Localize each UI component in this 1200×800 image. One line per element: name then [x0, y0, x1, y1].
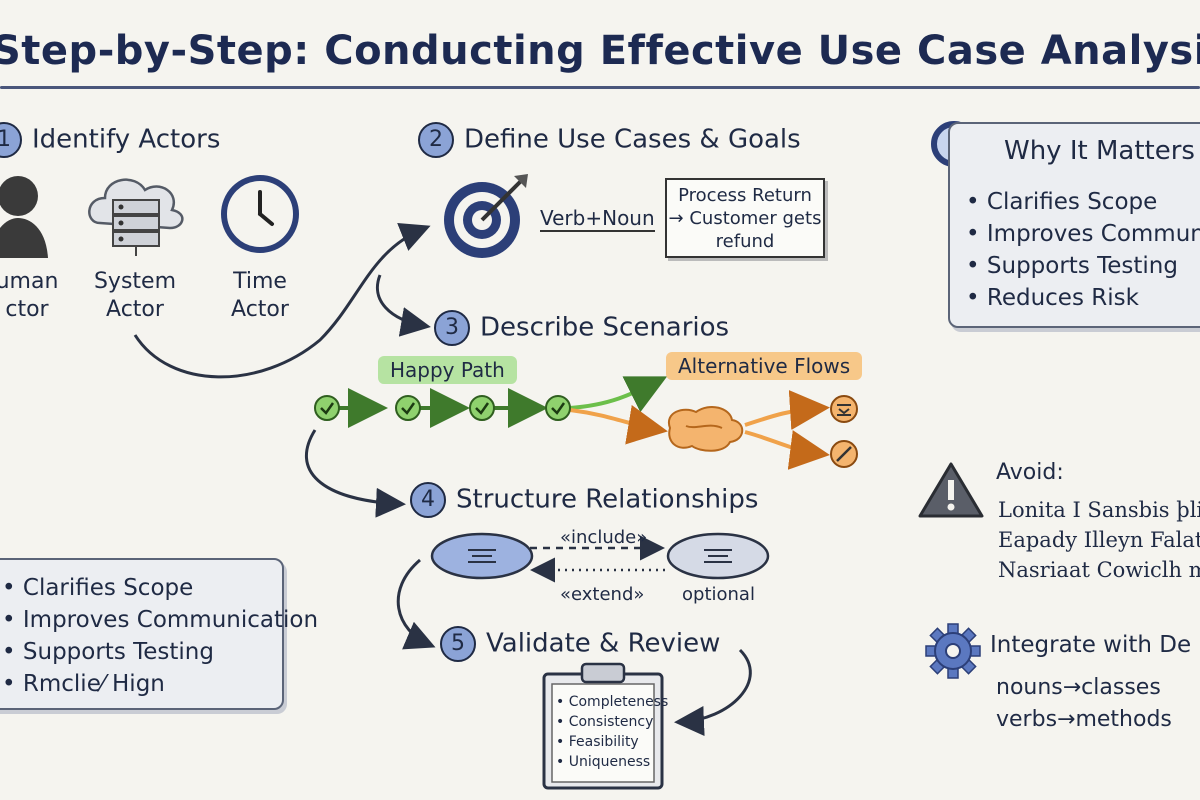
avoid-line: Lonita I Sansbis þli — [998, 498, 1200, 522]
human-actor-label: uman ctor — [0, 268, 62, 324]
step1-heading: 1 Identify Actors — [0, 122, 220, 158]
check-icon-2 — [395, 395, 421, 421]
benefit-item: Supports Testing — [2, 636, 318, 668]
step1-number: 1 — [0, 122, 22, 158]
step2-number: 2 — [418, 122, 454, 158]
arrow-scenarios-to-structure — [304, 429, 406, 518]
benefits-panel: Clarifies Scope Improves Communication S… — [0, 558, 318, 710]
step4-number: 4 — [410, 482, 446, 518]
alt-flows-label: Alternative Flows — [666, 352, 863, 380]
benefit-item: Rmclie⁄ Hign — [2, 668, 318, 700]
system-actor-line2: Actor — [106, 297, 164, 322]
use-case-example-card: Process Return → Customer gets refund — [665, 178, 825, 258]
verbs-methods-line: verbs→methods — [996, 707, 1172, 732]
time-actor-label: Time Actor — [215, 268, 305, 324]
integrate-mapping: nouns→classes verbs→methods — [996, 672, 1172, 736]
example-line1: Process Return — [678, 185, 812, 206]
benefit-item: Clarifies Scope — [2, 572, 318, 604]
title-underline — [0, 86, 1200, 89]
avoid-heading: Avoid: — [996, 460, 1064, 485]
checklist-item: • Consistency — [556, 714, 654, 730]
checklist-item: • Completeness — [556, 694, 669, 710]
system-actor-label: System Actor — [85, 268, 185, 324]
checklist-item: • Feasibility — [556, 734, 639, 750]
validation-checklist: • Completeness • Consistency • Feasibili… — [556, 692, 668, 772]
arrow-goals-to-scenarios — [375, 274, 431, 337]
include-label: «include» — [560, 527, 648, 548]
step3-heading: 3 Describe Scenarios — [434, 310, 729, 346]
happy-path-text: Happy Path — [378, 356, 517, 384]
step4-heading-text: Structure Relationships — [456, 484, 759, 515]
check-icon-1 — [314, 395, 340, 421]
time-actor-line2: Actor — [231, 297, 289, 322]
arrow-structure-to-validate — [396, 558, 436, 650]
checklist-item-text: Uniqueness — [568, 754, 651, 770]
check-icon-3 — [469, 395, 495, 421]
example-line3: refund — [715, 231, 775, 252]
page-title: Step-by-Step: Conducting Effective Use C… — [0, 28, 1200, 74]
warning-icon — [918, 462, 984, 518]
avoid-line: Eapady Illeyn Falat — [998, 528, 1200, 552]
why-heading: Why It Matters — [1004, 136, 1195, 166]
step4-heading: 4 Structure Relationships — [410, 482, 758, 518]
system-actor-line1: System — [93, 269, 177, 294]
target-icon — [444, 174, 528, 258]
benefit-item: Improves Communication — [2, 604, 318, 636]
step3-number: 3 — [434, 310, 470, 346]
checklist-item: • Uniqueness — [556, 754, 651, 770]
step1-heading-text: Identify Actors — [32, 124, 221, 155]
alt-end-icon-1 — [830, 395, 858, 423]
arrow-actors-to-goals — [133, 223, 431, 379]
why-item: Supports Testing — [966, 250, 1200, 282]
example-line2: → Customer gets — [668, 208, 822, 229]
optional-label: optional — [682, 584, 755, 605]
why-it-matters-panel: Why It Matters Clarifies Scope Improves … — [948, 122, 1200, 328]
human-actor-icon — [0, 176, 48, 258]
arrow-validate-loop — [674, 648, 752, 737]
why-item: Reduces Risk — [966, 282, 1200, 314]
extend-label: «extend» — [560, 584, 645, 605]
step2-heading-text: Define Use Cases & Goals — [464, 124, 801, 155]
why-item: Clarifies Scope — [966, 186, 1200, 218]
benefits-list: Clarifies Scope Improves Communication S… — [2, 572, 318, 700]
why-item: Improves Communica — [966, 218, 1200, 250]
time-actor-line1: Time — [233, 269, 287, 294]
step2-heading: 2 Define Use Cases & Goals — [418, 122, 801, 158]
decision-blob-icon — [667, 405, 744, 452]
avoid-line: Nasriaat Cowiclh mit — [998, 558, 1200, 582]
clock-icon — [221, 175, 299, 253]
checklist-item-text: Consistency — [568, 714, 654, 730]
human-actor-line1: uman — [0, 269, 59, 294]
verb-noun-formula: Verb+Noun — [540, 206, 655, 232]
happy-path-label: Happy Path — [378, 356, 517, 384]
step3-heading-text: Describe Scenarios — [480, 312, 730, 343]
clipboard-icon — [542, 662, 664, 790]
step5-number: 5 — [440, 626, 476, 662]
server-cloud-icon — [88, 178, 184, 256]
step5-heading-text: Validate & Review — [486, 628, 721, 659]
why-list: Clarifies Scope Improves Communica Suppo… — [966, 186, 1200, 314]
happy-path-checks — [314, 395, 571, 421]
checklist-item-text: Completeness — [568, 694, 669, 710]
use-case-ellipse-base — [430, 532, 534, 580]
use-case-ellipse-included — [666, 532, 770, 580]
checklist-item-text: Feasibility — [568, 734, 639, 750]
nouns-classes-line: nouns→classes — [996, 675, 1161, 700]
alt-flow-end-icons — [830, 395, 858, 468]
integrate-heading: Integrate with De — [990, 632, 1192, 658]
avoid-list: Lonita I Sansbis þli Eapady Illeyn Falat… — [998, 495, 1200, 585]
gear-icon — [925, 623, 981, 679]
step5-heading: 5 Validate & Review — [440, 626, 720, 662]
alt-end-icon-2 — [830, 440, 858, 468]
human-actor-line2: ctor — [5, 297, 49, 322]
alt-flows-text: Alternative Flows — [666, 352, 863, 380]
check-icon-4 — [545, 395, 571, 421]
